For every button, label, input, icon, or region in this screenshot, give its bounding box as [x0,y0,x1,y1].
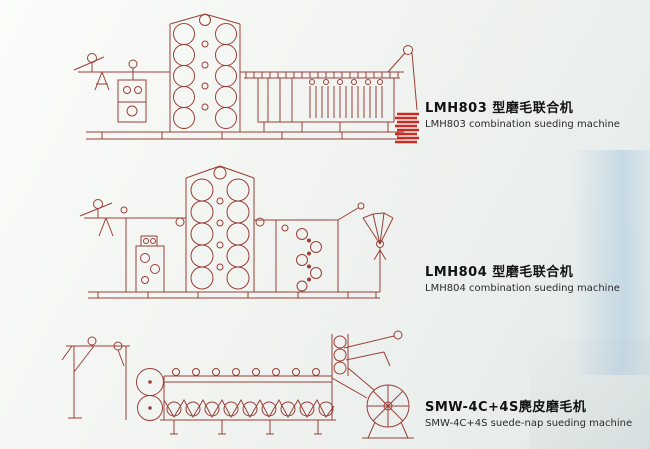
sueding-roller-towers [169,13,241,132]
base-frame [88,291,380,299]
exit-plaiter [387,45,418,111]
machine-title-zh: LMH803 型磨毛联合机 [425,101,574,116]
machine-title-en: LMH803 combination sueding machine [425,119,620,130]
swing-folder [337,202,394,292]
treatment-compartment [240,71,404,132]
brush-roller-bed [160,368,336,435]
guide-drums [136,368,164,421]
machine-title-en: LMH804 combination sueding machine [425,283,620,294]
machine-title-zh: LMH804 型磨毛联合机 [425,265,574,280]
batching-drum [331,367,414,439]
fabric-feed-unit [79,199,186,292]
feed-gantry [61,336,130,420]
smw4c4s-line-drawing [61,330,414,439]
background-gray-shade [530,339,650,449]
background-blue-highlight [572,150,650,375]
lmh804-line-drawing [79,165,394,299]
sueding-roller-towers [175,165,265,292]
fabric-feed-unit [73,53,170,123]
machine-label-smw4c4s: SMW-4C+4S麂皮磨毛机 SMW-4C+4S suede-nap suedi… [425,396,632,429]
roller-compartment [254,219,339,293]
folded-fabric-stack [395,112,419,144]
machine-label-lmh803: LMH803 型磨毛联合机 LMH803 combination sueding… [425,97,620,130]
base-frame [86,131,404,140]
machine-title-en: SMW-4C+4S suede-nap sueding machine [425,418,633,429]
tension-roller-stack [331,330,403,376]
machine-label-lmh804: LMH804 型磨毛联合机 LMH804 combination sueding… [425,261,620,294]
lmh803-line-drawing [73,13,419,144]
machine-title-zh: SMW-4C+4S麂皮磨毛机 [425,400,587,415]
padder-unit [135,235,165,293]
